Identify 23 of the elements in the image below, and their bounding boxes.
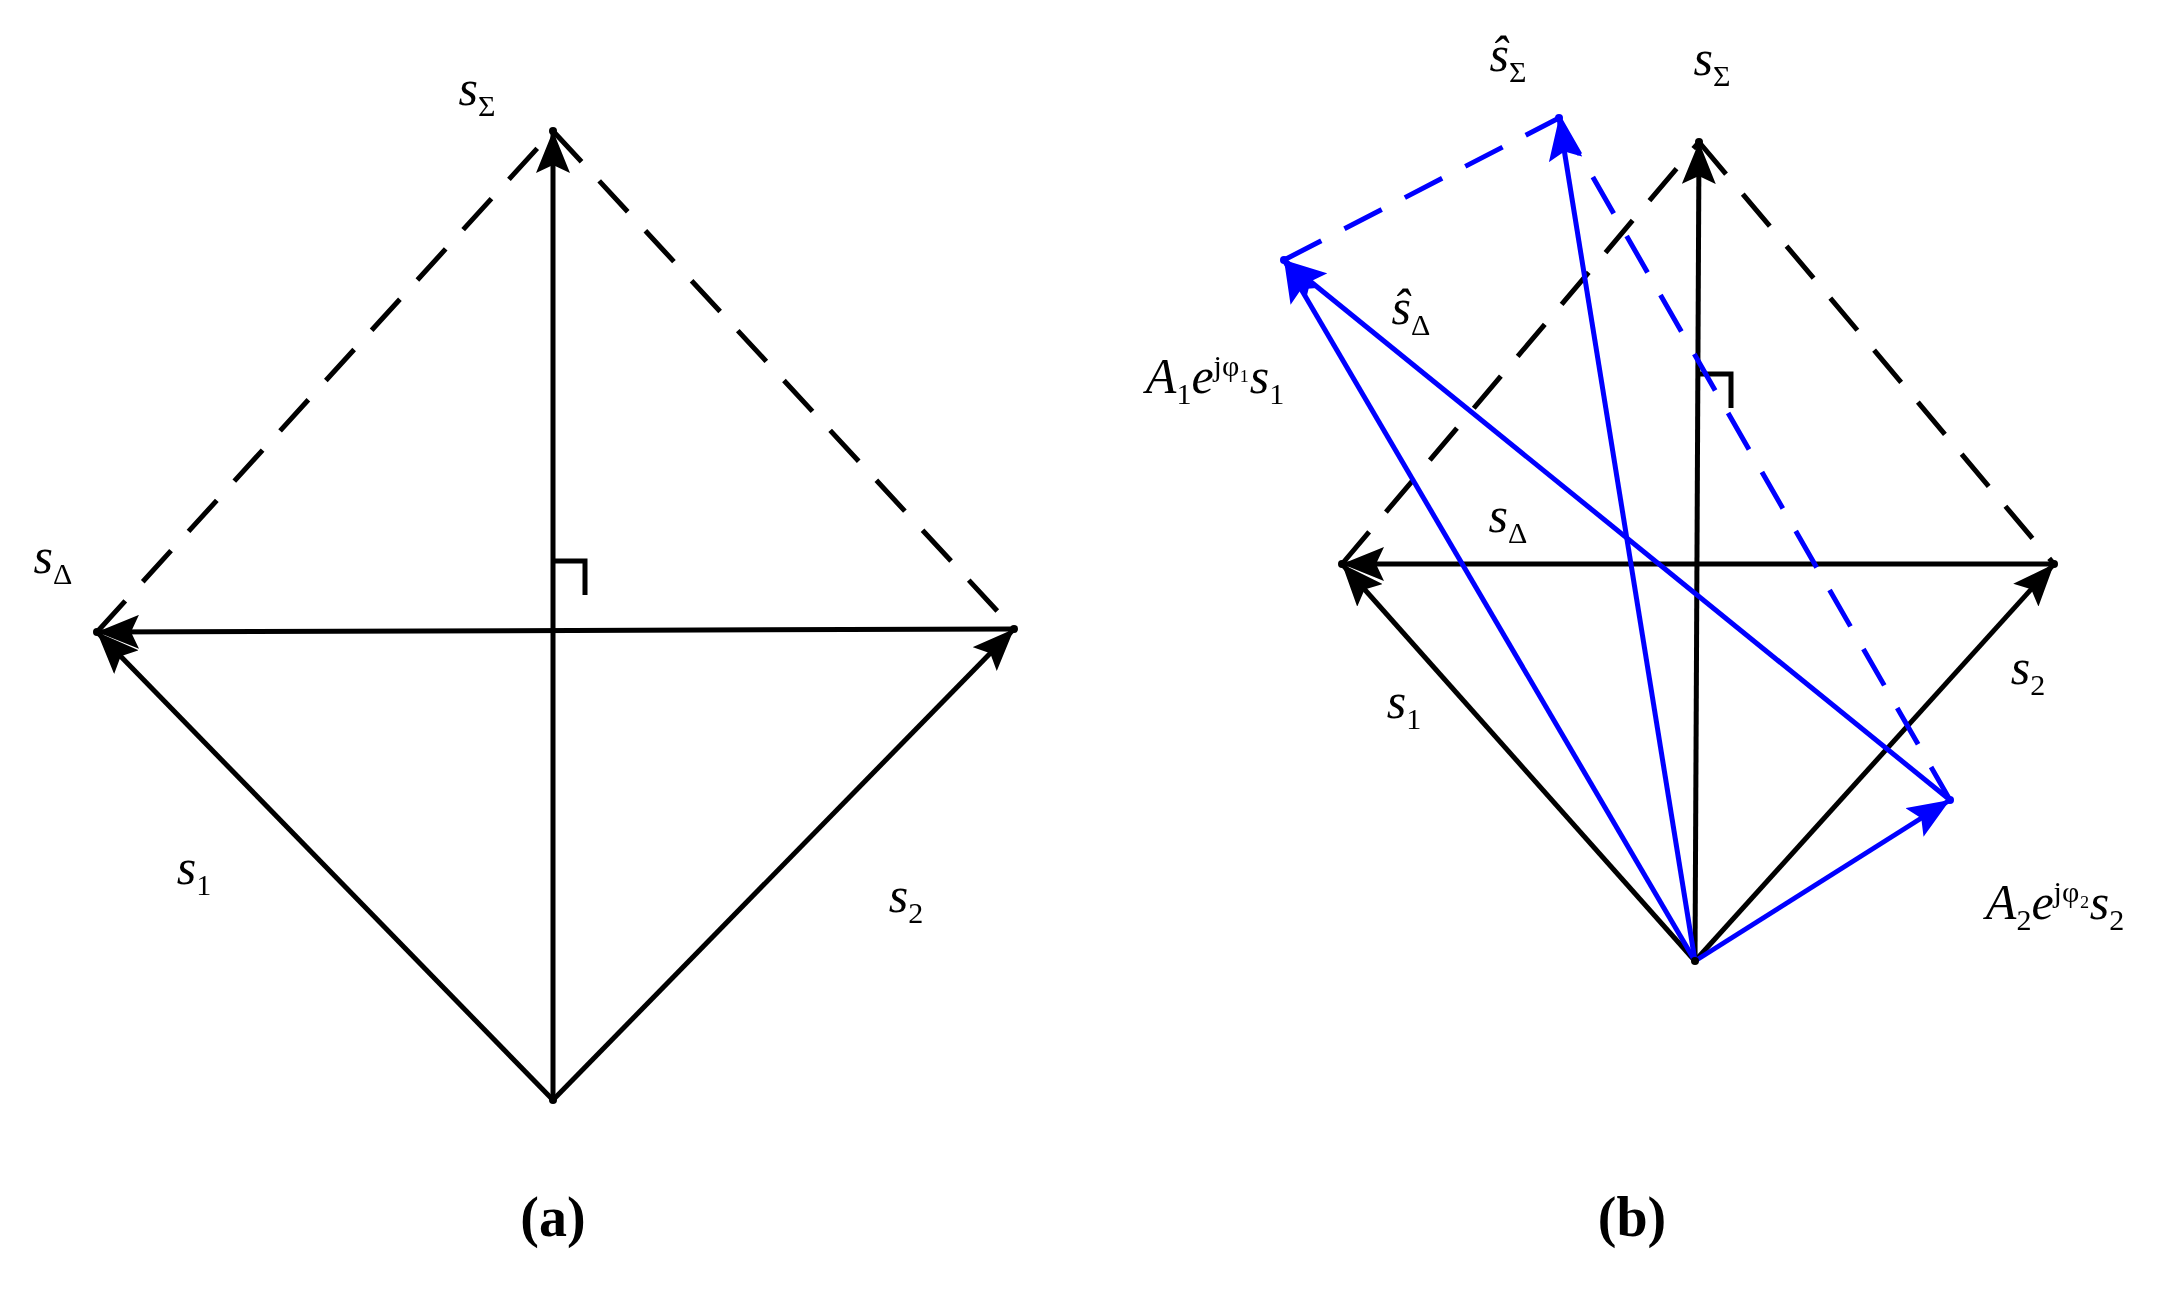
vector-label: s$_{Σ}$	[1693, 33, 1731, 91]
vector-point	[1555, 114, 1563, 122]
vector-label: s$_{2}$	[2010, 642, 2046, 700]
vector-label: ŝ$_{Δ}$	[1391, 282, 1431, 340]
vector-point	[1280, 256, 1288, 264]
vector-label: s$_{Δ}$	[33, 531, 73, 589]
vector-label: s$_{2}$	[888, 870, 924, 928]
vector-point	[1338, 560, 1346, 568]
vector-point	[549, 1096, 557, 1104]
vector-label: s$_{1}$	[176, 842, 212, 900]
vector-point	[549, 127, 557, 135]
vector-point	[2050, 560, 2058, 568]
vector-label: s$_{1}$	[1386, 676, 1422, 734]
vector-label: A$_{2}$e$^{jφ₂}$s$_{2}$	[1985, 876, 2125, 936]
vector-label: s$_{Σ}$	[458, 63, 496, 121]
vector-label: ŝ$_{Σ}$	[1489, 29, 1527, 87]
vector-label: A$_{1}$e$^{jφ₁}$s$_{1}$	[1145, 350, 1285, 410]
vector-point	[1691, 957, 1699, 965]
vector-point	[1010, 625, 1018, 633]
vector-point	[1946, 796, 1954, 804]
vector-point	[1695, 138, 1703, 146]
vector-label: s$_{Δ}$	[1488, 490, 1528, 548]
vector-point	[93, 628, 101, 636]
